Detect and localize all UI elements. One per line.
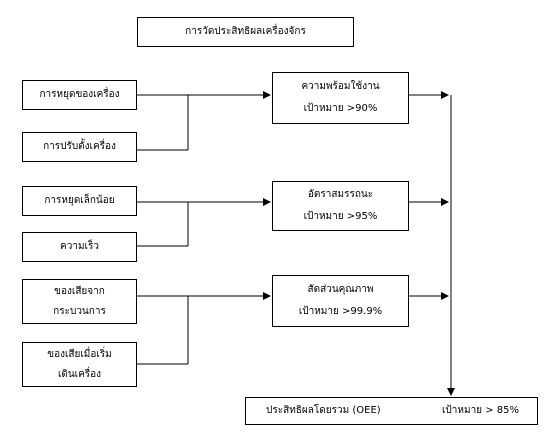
oee-result-box: ประสิทธิผลโดยรวม (OEE) เป้าหมาย > 85% — [245, 397, 538, 425]
input-label: ความเร็ว — [60, 241, 99, 252]
input-box-setup: การปรับตั้งเครื่อง — [22, 132, 137, 162]
metric-box-quality: สัดส่วนคุณภาพ เป้าหมาย >99.9% — [272, 275, 409, 327]
input-box-process-defects: ของเสียจาก กระบวนการ — [22, 279, 137, 324]
metric-target: เป้าหมาย >95% — [303, 211, 378, 222]
input-label: ของเสียเมื่อเริ่ม — [47, 348, 112, 360]
input-label: การหยุดเล็กน้อย — [44, 195, 115, 206]
diagram-title: การวัดประสิทธิผลเครื่องจักร — [137, 17, 354, 47]
input-box-speed: ความเร็ว — [22, 232, 137, 262]
input-box-machine-stop: การหยุดของเครื่อง — [22, 80, 137, 110]
diagram-title-text: การวัดประสิทธิผลเครื่องจักร — [185, 26, 306, 37]
metric-label: อัตราสมรรถนะ — [307, 189, 374, 200]
metric-label: สัดส่วนคุณภาพ — [307, 284, 374, 295]
metric-box-availability: ความพร้อมใช้งาน เป้าหมาย >90% — [272, 72, 409, 124]
metric-target: เป้าหมาย >99.9% — [298, 306, 383, 317]
metric-box-performance: อัตราสมรรถนะ เป้าหมาย >95% — [272, 181, 409, 231]
input-box-startup-defects: ของเสียเมื่อเริ่ม เดินเครื่อง — [22, 342, 137, 387]
metric-label: ความพร้อมใช้งาน — [301, 81, 380, 92]
input-label: เดินเครื่อง — [57, 368, 102, 380]
input-label: การปรับตั้งเครื่อง — [43, 141, 116, 152]
oee-label: ประสิทธิผลโดยรวม (OEE) — [266, 405, 381, 416]
input-label: ของเสียจาก — [54, 285, 105, 297]
input-label: กระบวนการ — [53, 305, 106, 317]
input-box-minor-stop: การหยุดเล็กน้อย — [22, 186, 137, 216]
metric-target: เป้าหมาย >90% — [303, 103, 378, 114]
oee-target: เป้าหมาย > 85% — [442, 405, 520, 416]
input-label: การหยุดของเครื่อง — [39, 89, 120, 100]
